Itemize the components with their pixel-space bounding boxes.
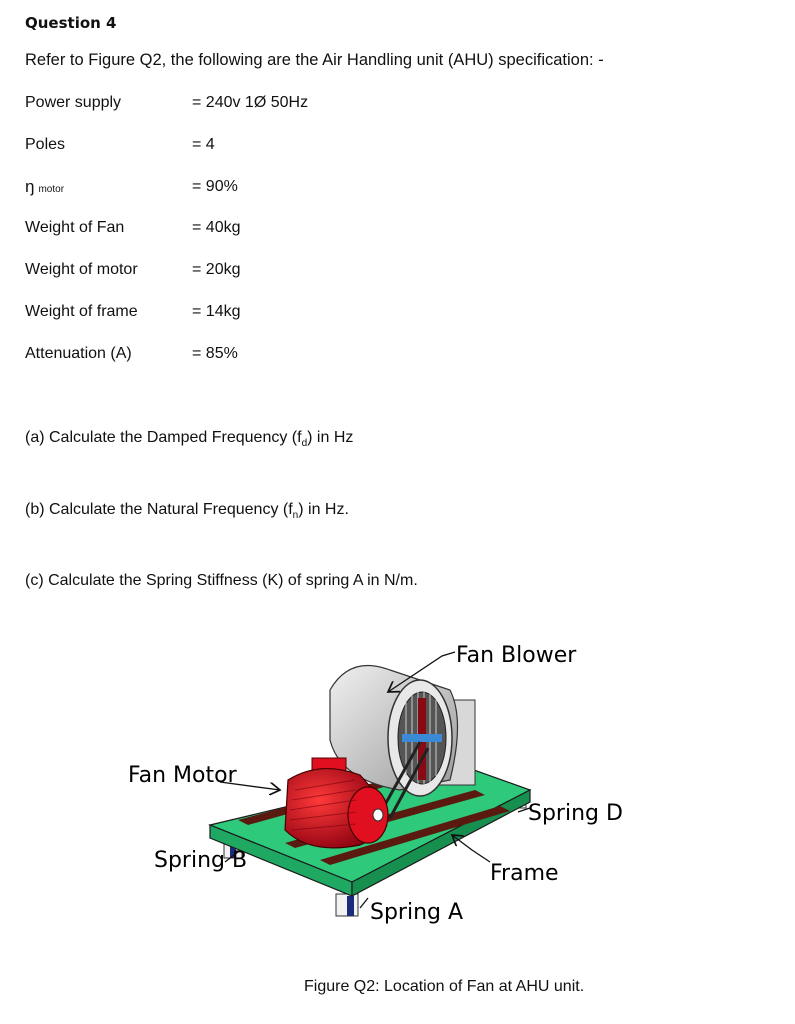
eta-subscript: motor — [38, 184, 65, 195]
intro-text: Refer to Figure Q2, the following are th… — [25, 51, 604, 69]
leader-spring-d — [517, 807, 531, 813]
leader-lines — [219, 651, 531, 909]
figure-caption: Figure Q2: Location of Fan at AHU unit. — [304, 978, 585, 995]
part-c: (c) Calculate the Spring Stiffness (K) o… — [25, 572, 418, 589]
spec-value-weight-frame: = 14kg — [192, 303, 241, 320]
part-a-prefix: (a) Calculate the Damped Frequency (f — [25, 429, 302, 446]
drive-belt — [380, 741, 430, 819]
label-spring-a: Spring A — [370, 900, 463, 925]
part-a-sub: d — [301, 438, 308, 450]
part-a-suffix: ) in Hz — [307, 429, 354, 446]
eta-symbol: ŋ — [25, 177, 35, 196]
spec-label-weight-frame: Weight of frame — [25, 303, 138, 320]
spec-label-attenuation: Attenuation (A) — [25, 345, 132, 362]
leader-fan-blower — [388, 651, 456, 692]
label-spring-d: Spring D — [528, 801, 623, 826]
leader-frame — [452, 835, 491, 863]
ahu-figure: Fan Blower Fan Motor Spring D Spring B F… — [128, 643, 623, 925]
spec-value-efficiency: = 90% — [192, 178, 238, 195]
spec-label-power-supply: Power supply — [25, 94, 122, 111]
spring-a-mount — [335, 893, 359, 917]
part-b-suffix: ) in Hz. — [298, 501, 349, 518]
label-fan-blower: Fan Blower — [456, 643, 577, 668]
spec-value-power-supply: = 240v 1Ø 50Hz — [192, 94, 309, 111]
spec-label-weight-motor: Weight of motor — [25, 261, 138, 278]
spec-value-poles: = 4 — [192, 136, 215, 153]
part-a: (a) Calculate the Damped Frequency (fd) … — [25, 429, 353, 449]
label-spring-b: Spring B — [154, 848, 247, 873]
part-b-sub: n — [292, 510, 299, 522]
leader-fan-motor — [219, 781, 280, 790]
label-frame: Frame — [490, 861, 559, 886]
spec-label-weight-fan: Weight of Fan — [25, 219, 125, 236]
label-fan-motor: Fan Motor — [128, 763, 238, 788]
fan-motor — [284, 757, 389, 849]
part-b: (b) Calculate the Natural Frequency (fn)… — [25, 501, 349, 521]
part-b-prefix: (b) Calculate the Natural Frequency (f — [25, 501, 293, 518]
spec-value-weight-motor: = 20kg — [192, 261, 241, 278]
spec-value-weight-fan: = 40kg — [192, 219, 241, 236]
spec-value-attenuation: = 85% — [192, 345, 238, 362]
leader-spring-a — [359, 897, 369, 909]
question-title: Question 4 — [25, 14, 117, 32]
spec-label-poles: Poles — [25, 136, 66, 153]
leader-spring-b — [224, 851, 239, 863]
